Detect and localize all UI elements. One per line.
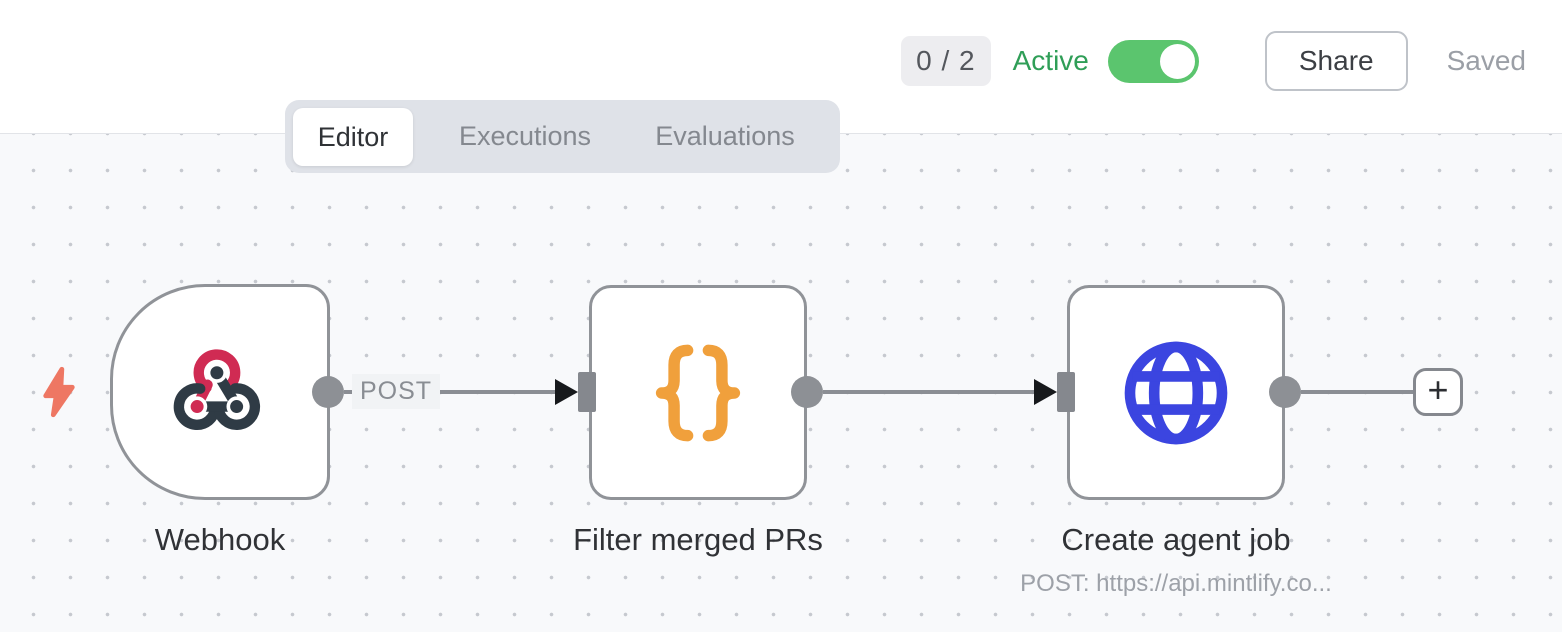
node-http-label: Create agent job (1061, 522, 1291, 557)
execution-counter-badge: 0 / 2 (901, 36, 991, 86)
active-label: Active (1012, 45, 1089, 76)
node-http-subtitle: POST: https://api.mintlify.co... (1020, 570, 1332, 597)
share-button[interactable]: Share (1264, 31, 1408, 91)
view-tabbar: Editor Executions Evaluations (285, 100, 840, 173)
node-filter-label: Filter merged PRs (573, 522, 823, 557)
connection-method-label: POST (352, 374, 441, 409)
node-create-agent-job[interactable] (1067, 285, 1285, 500)
header-controls: 0 / 2 Active Share Saved (901, 30, 1526, 92)
webhook-output-port[interactable] (312, 376, 344, 408)
tab-evaluations[interactable]: Evaluations (655, 121, 795, 151)
add-node-button[interactable]: + (1413, 368, 1463, 416)
filter-input-port[interactable] (578, 372, 596, 412)
connection-webhook-filter[interactable] (344, 390, 556, 394)
http-output-port[interactable] (1269, 376, 1301, 408)
code-braces-icon (655, 344, 741, 441)
node-webhook[interactable] (110, 284, 330, 500)
tab-executions[interactable]: Executions (458, 121, 592, 151)
connection-filter-http[interactable] (823, 390, 1035, 394)
connection-http-plus[interactable] (1301, 390, 1413, 394)
connection-arrow-icon (555, 379, 578, 405)
trigger-lightning-icon (40, 366, 78, 418)
active-toggle[interactable] (1107, 39, 1199, 83)
node-filter-merged-prs[interactable] (589, 285, 807, 500)
connection-arrow-icon (1034, 379, 1057, 405)
toggle-knob-icon (1159, 43, 1195, 79)
plus-icon: + (1427, 369, 1449, 410)
filter-output-port[interactable] (791, 376, 823, 408)
globe-icon (1124, 341, 1228, 444)
tab-editor[interactable]: Editor (293, 108, 413, 166)
http-input-port[interactable] (1057, 372, 1075, 412)
node-webhook-label: Webhook (154, 522, 286, 557)
webhook-icon (173, 349, 261, 430)
saved-status: Saved (1446, 45, 1526, 76)
